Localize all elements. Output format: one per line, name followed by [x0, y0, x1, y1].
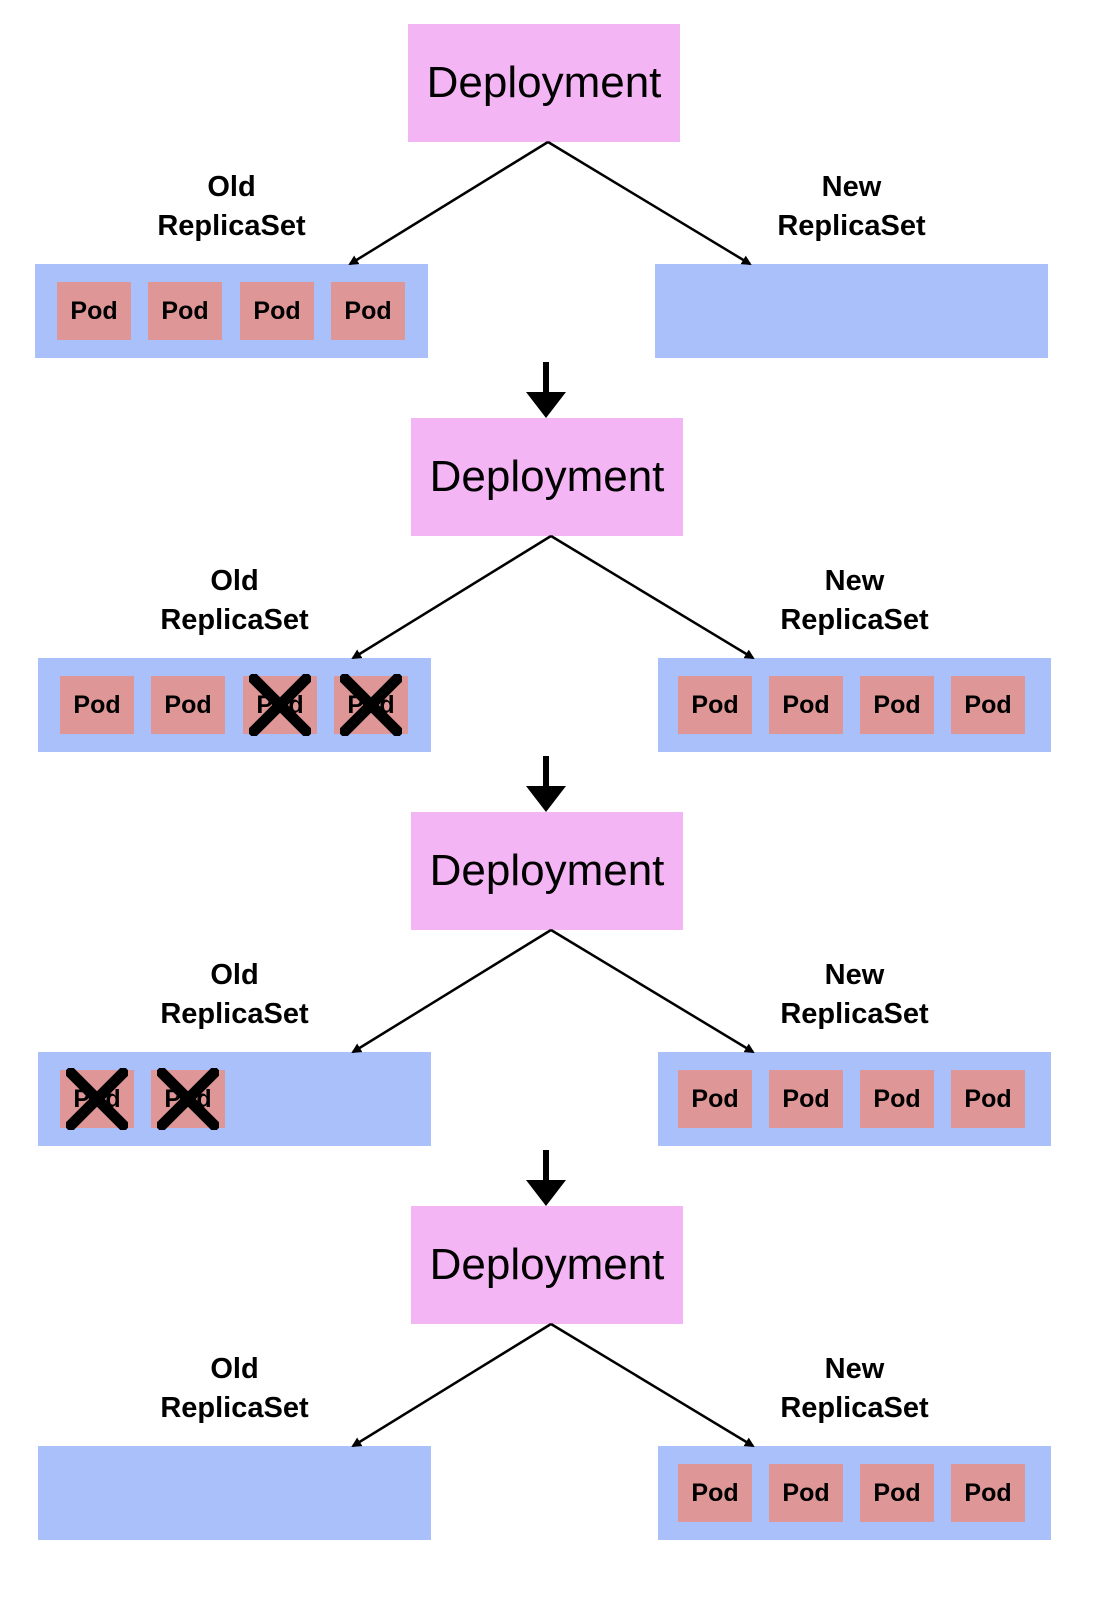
- pod-label: Pod: [161, 296, 209, 325]
- old-replicaset-label-line2: ReplicaSet: [160, 604, 309, 636]
- new-replicaset-label-line1: New: [824, 1353, 885, 1385]
- pod-label: Pod: [782, 1084, 830, 1113]
- pod-label: Pod: [164, 690, 212, 719]
- pod-label: Pod: [782, 690, 830, 719]
- arrow-to-old-replicaset: [348, 140, 549, 266]
- pod-label: Pod: [73, 690, 121, 719]
- old-replicaset-label-line1: Old: [210, 1353, 259, 1385]
- pod: Pod: [240, 282, 314, 340]
- pod: Pod: [951, 676, 1025, 734]
- deployment-box: Deployment: [411, 812, 683, 930]
- old-replicaset-label-line1: Old: [207, 171, 256, 203]
- pod-label: Pod: [964, 1084, 1012, 1113]
- pod: Pod: [769, 676, 843, 734]
- pod-label: Pod: [782, 1478, 830, 1507]
- new-replicaset-label-line1: New: [824, 565, 885, 597]
- next-stage-arrow-icon: [526, 1150, 566, 1206]
- pod-label: Pod: [691, 1478, 739, 1507]
- pod: Pod: [860, 1070, 934, 1128]
- pod-label: Pod: [964, 690, 1012, 719]
- old-replicaset-label-line2: ReplicaSet: [157, 210, 306, 242]
- pod: Pod: [331, 282, 405, 340]
- pod-label: Pod: [691, 1084, 739, 1113]
- pod-label: Pod: [70, 296, 118, 325]
- old-replicaset-label-line2: ReplicaSet: [160, 998, 309, 1030]
- new-replicaset-label-line1: New: [821, 171, 882, 203]
- arrow-to-old-replicaset: [351, 534, 552, 660]
- deployment-box: Deployment: [411, 1206, 683, 1324]
- next-stage-arrow-icon: [526, 756, 566, 812]
- pod-label: Pod: [691, 690, 739, 719]
- new-replicaset-label-line2: ReplicaSet: [777, 210, 926, 242]
- new-replicaset-label-line2: ReplicaSet: [780, 1392, 929, 1424]
- pod: Pod: [951, 1070, 1025, 1128]
- old-replicaset-label-line2: ReplicaSet: [160, 1392, 309, 1424]
- next-stage-arrow-icon: [526, 362, 566, 418]
- pod: Pod: [769, 1070, 843, 1128]
- pod: Pod: [769, 1464, 843, 1522]
- pod: Pod: [678, 1070, 752, 1128]
- arrow-to-new-replicaset: [550, 1322, 755, 1448]
- new-replicaset-label-line2: ReplicaSet: [780, 998, 929, 1030]
- pod-label: Pod: [873, 1084, 921, 1113]
- pod: Pod: [148, 282, 222, 340]
- pod-label: Pod: [344, 296, 392, 325]
- new-replicaset-box: Pod Pod Pod Pod: [658, 1052, 1051, 1146]
- pod: Pod: [57, 282, 131, 340]
- pod: Pod: [860, 676, 934, 734]
- arrow-to-new-replicaset: [550, 928, 755, 1054]
- pod: Pod: [678, 1464, 752, 1522]
- pod-label: Pod: [873, 690, 921, 719]
- old-replicaset-box: [38, 1446, 431, 1540]
- new-replicaset-box: Pod Pod Pod Pod: [658, 658, 1051, 752]
- pod: Pod: [60, 676, 134, 734]
- new-replicaset-box: [655, 264, 1048, 358]
- pod-label: Pod: [253, 296, 301, 325]
- new-replicaset-box: Pod Pod Pod Pod: [658, 1446, 1051, 1540]
- arrow-to-new-replicaset: [550, 534, 755, 660]
- pod-label: Pod: [873, 1478, 921, 1507]
- deployment-box: Deployment: [408, 24, 680, 142]
- old-replicaset-label-line1: Old: [210, 959, 259, 991]
- pod: Pod: [151, 676, 225, 734]
- pod: Pod: [860, 1464, 934, 1522]
- new-replicaset-label-line1: New: [824, 959, 885, 991]
- old-replicaset-box: Pod Pod Pod Pod: [35, 264, 428, 358]
- arrow-to-old-replicaset: [351, 928, 552, 1054]
- deployment-box: Deployment: [411, 418, 683, 536]
- old-replicaset-label-line1: Old: [210, 565, 259, 597]
- pod-label: Pod: [964, 1478, 1012, 1507]
- new-replicaset-label-line2: ReplicaSet: [780, 604, 929, 636]
- pod: Pod: [678, 676, 752, 734]
- arrow-to-old-replicaset: [351, 1322, 552, 1448]
- arrow-to-new-replicaset: [547, 140, 752, 266]
- pod: Pod: [951, 1464, 1025, 1522]
